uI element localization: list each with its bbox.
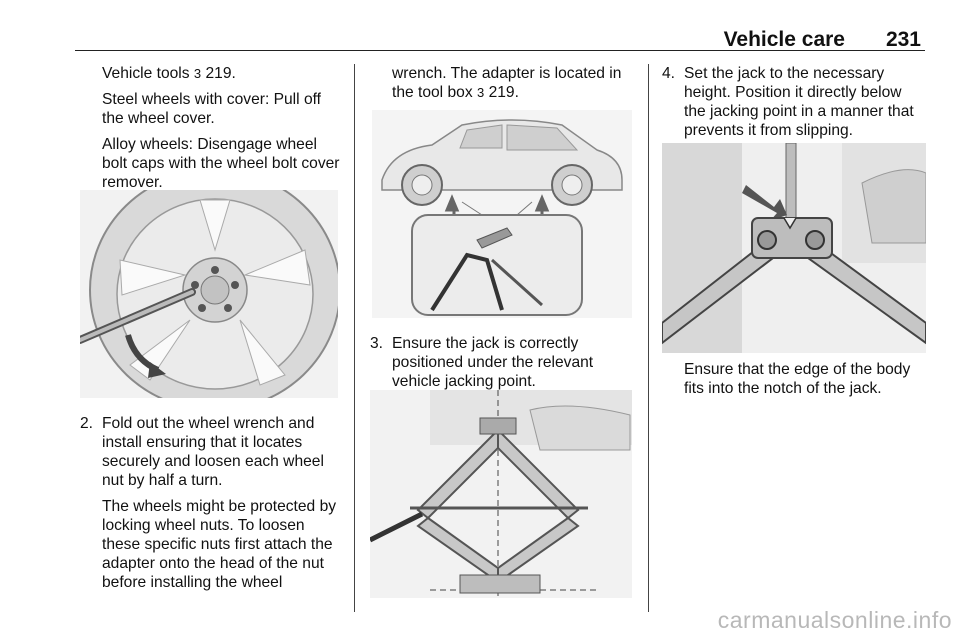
- page-number: 231: [885, 28, 921, 51]
- step-4: 4. Set the jack to the necessary height.…: [662, 64, 927, 140]
- page-ref-arrow-icon: 3: [476, 85, 485, 100]
- body-edge-note: Ensure that the edge of the body fits in…: [684, 361, 911, 397]
- step-number: 2.: [80, 415, 94, 432]
- column-2: wrench. The adapter is located in the to…: [370, 64, 635, 109]
- column-1: Vehicle tools 3 219. Steel wheels with c…: [80, 64, 342, 199]
- step-text: Fold out the wheel wrench and install en…: [102, 415, 324, 489]
- column-divider: [648, 64, 649, 612]
- column-1-steps: 2. Fold out the wheel wrench and install…: [80, 414, 342, 599]
- jack-notch-illustration: [662, 143, 926, 353]
- step-number: 4.: [662, 65, 676, 82]
- column-divider: [354, 64, 355, 612]
- step-number: 3.: [370, 335, 384, 352]
- column-3: 4. Set the jack to the necessary height.…: [662, 64, 927, 147]
- locking-nuts-note: The wheels might be protected by locking…: [102, 498, 337, 591]
- watermark: carmanualsonline.info: [717, 607, 952, 633]
- section-title: Vehicle care: [723, 28, 845, 51]
- steel-wheels-text: Steel wheels with cover: Pull off the wh…: [102, 91, 321, 127]
- step-2: 2. Fold out the wheel wrench and install…: [80, 414, 342, 490]
- column-3-notes: Ensure that the edge of the body fits in…: [662, 360, 927, 405]
- vehicle-tools-reference: Vehicle tools 3 219.: [102, 65, 236, 82]
- step-3: 3. Ensure the jack is correctly position…: [370, 334, 635, 391]
- jack-positioning-illustration: [370, 390, 632, 598]
- car-jacking-points-illustration: [372, 110, 632, 318]
- adapter-location-text: wrench. The adapter is located in the to…: [392, 65, 622, 101]
- wheel-illustration: [80, 190, 338, 398]
- page-header: Vehicle care 231: [75, 28, 925, 51]
- column-2-steps: 3. Ensure the jack is correctly position…: [370, 334, 635, 398]
- alloy-wheels-text: Alloy wheels: Disengage wheel bolt caps …: [102, 136, 340, 191]
- page-ref-arrow-icon: 3: [193, 66, 202, 81]
- step-text: Set the jack to the necessary height. Po…: [684, 65, 914, 139]
- step-text: Ensure the jack is correctly positioned …: [392, 335, 594, 390]
